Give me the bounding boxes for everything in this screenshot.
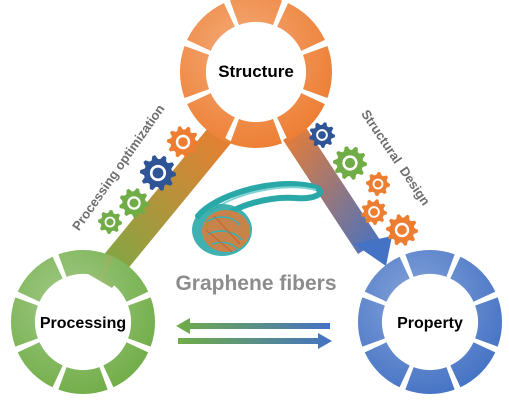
structure-ring xyxy=(179,0,333,149)
ring-shine xyxy=(358,250,502,394)
ring-shine xyxy=(11,250,155,394)
edge-structure-property xyxy=(283,126,392,266)
arrow-to-processing xyxy=(176,318,330,334)
graphene-fibers-label: Graphene fibers xyxy=(175,272,336,295)
gear-icon xyxy=(140,155,176,191)
property-ring xyxy=(357,249,503,395)
arrow-to-property xyxy=(178,333,332,349)
gears-left-group xyxy=(98,126,199,234)
gear-icon xyxy=(361,199,387,225)
processing-ring xyxy=(10,249,156,395)
structural-design-label: Structural Design xyxy=(358,107,433,208)
gear-icon xyxy=(119,188,149,218)
gear-icon xyxy=(309,122,335,148)
gear-icon xyxy=(366,172,390,196)
gear-icon xyxy=(386,214,418,246)
processing-label: Processing xyxy=(40,315,126,332)
graphene-fiber-illustration xyxy=(192,181,324,256)
arrow-head-property xyxy=(354,236,392,266)
bidirectional-arrows xyxy=(176,318,332,349)
gears-right-group xyxy=(309,122,418,246)
edge-structure-processing xyxy=(88,128,232,288)
gear-icon xyxy=(167,126,199,158)
ring-shine xyxy=(180,0,332,148)
property-label: Property xyxy=(397,315,463,332)
gear-icon xyxy=(98,210,122,234)
structure-label: Structure xyxy=(218,62,294,81)
gear-icon xyxy=(333,146,367,180)
